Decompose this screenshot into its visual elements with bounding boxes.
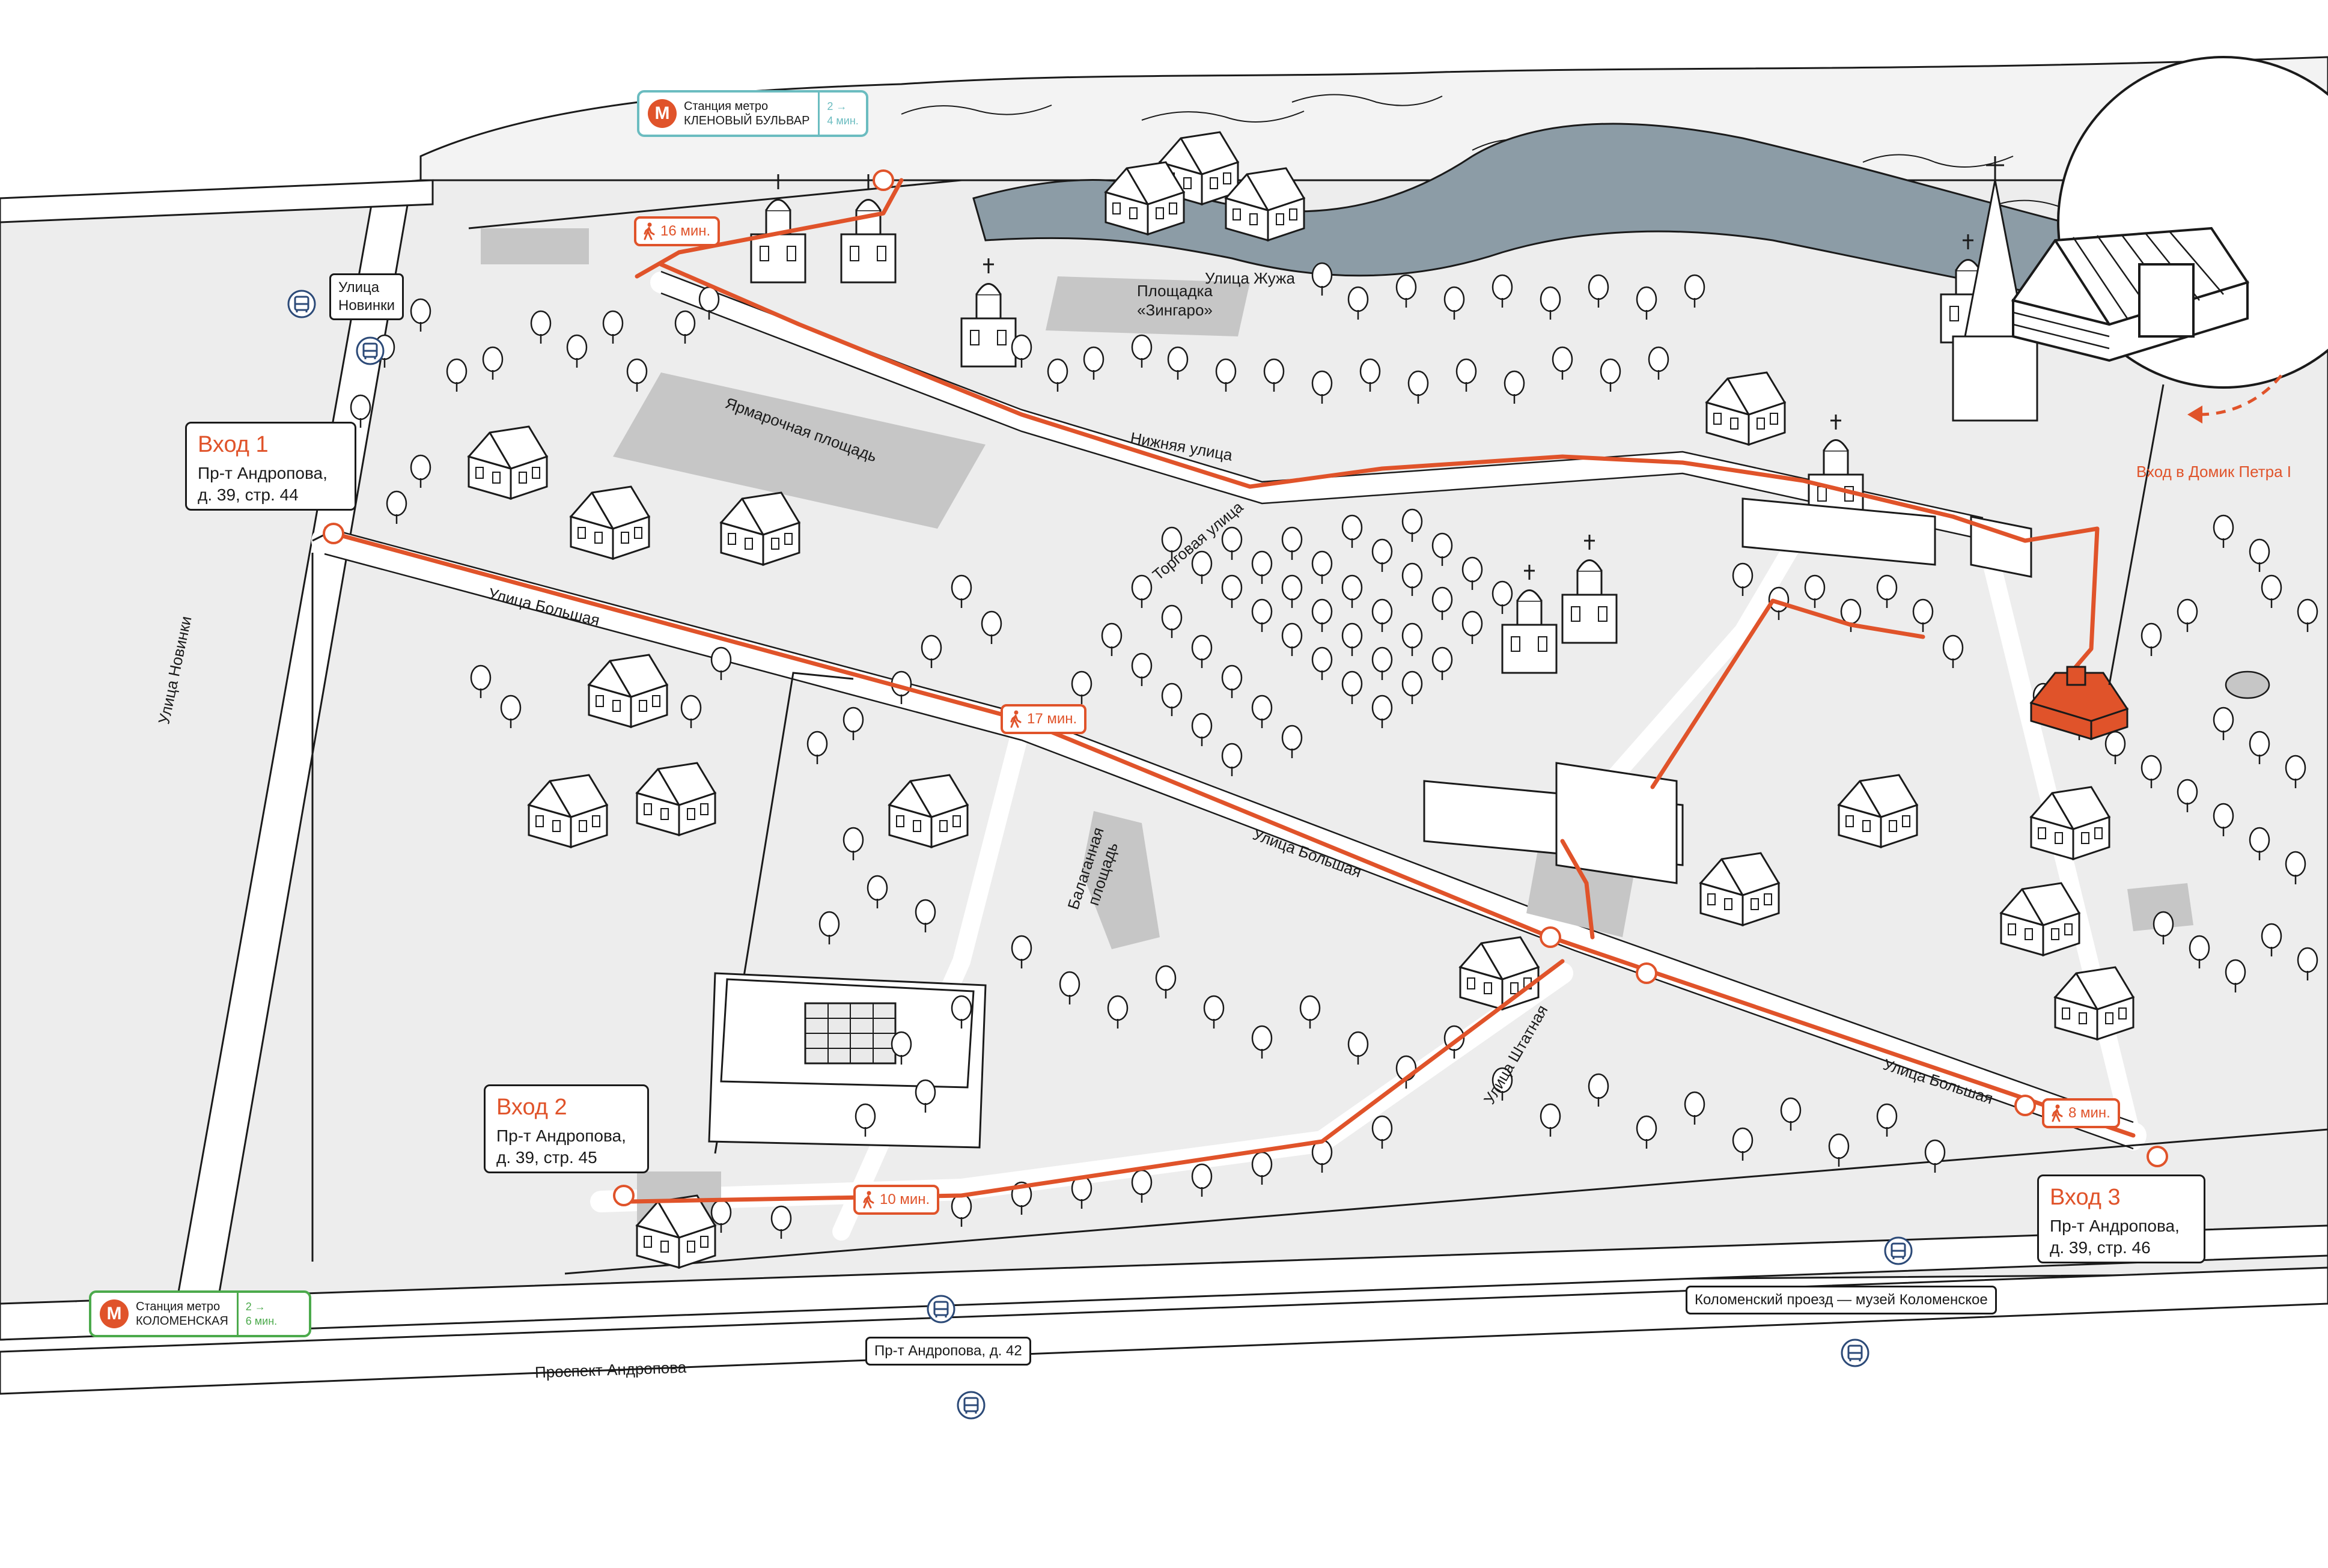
place-label-zingaro-line1: Площадка <box>1136 282 1213 300</box>
metro-icon: M <box>648 99 677 128</box>
metro-kolomenskaya-time: 2 → 6 мин. <box>239 1299 284 1328</box>
walk-time-17: 17 мин. <box>1001 704 1087 734</box>
peter-house-enlarged <box>2011 226 2250 362</box>
walk-time-16: 16 мин. <box>634 216 721 246</box>
bus-stop-kolomensky-proezd[interactable]: Коломенский проезд — музей Коломенское <box>1686 1286 1997 1314</box>
bus-icon[interactable] <box>957 1391 986 1420</box>
entrance-3-title: Вход 3 <box>2050 1185 2121 1210</box>
bus-stop-andropova-42-label: Пр-т Андропова, д. 42 <box>874 1343 1022 1359</box>
bus-stop-novinki-line1: Улица <box>338 279 380 296</box>
bus-icon[interactable] <box>356 336 385 365</box>
bus-icon[interactable] <box>927 1295 955 1323</box>
walk-time-10: 10 мин. <box>853 1185 940 1215</box>
metro-kolomenskaya[interactable]: M Станция метро КОЛОМЕНСКАЯ 2 → 6 мин. <box>89 1290 311 1337</box>
bus-stop-novinki-line2: Новинки <box>338 297 395 314</box>
metro-klenovy-line2: КЛЕНОВЫЙ БУЛЬВАР <box>684 114 810 127</box>
walk-time-8-label: 8 мин. <box>2068 1105 2110 1121</box>
entrance-1-addr-line1: Пр-т Андропова, <box>198 464 328 482</box>
entrance-2-addr-line2: д. 39, стр. 45 <box>496 1148 597 1167</box>
metro-klenovy-time: 2 → 4 мин. <box>820 99 865 128</box>
metro-klenovy-time1: 2 → <box>827 100 847 112</box>
entrance-1-addr-line2: д. 39, стр. 44 <box>198 485 299 504</box>
entrance-1-card[interactable]: Вход 1 Пр-т Андропова, д. 39, стр. 44 <box>185 422 356 511</box>
peter-house-entrance-label: Вход в Домик Петра I <box>2136 463 2291 481</box>
place-label-zingaro: Площадка «Зингаро» <box>1115 281 1235 320</box>
entrance-3-card[interactable]: Вход 3 Пр-т Андропова, д. 39, стр. 46 <box>2037 1174 2205 1263</box>
bus-icon[interactable] <box>1884 1236 1913 1265</box>
entrance-arrow-icon <box>323 169 2168 1206</box>
metro-klenovy-line1: Станция метро <box>684 100 769 113</box>
walk-time-17-label: 17 мин. <box>1027 711 1077 727</box>
walk-time-16-label: 16 мин. <box>660 223 711 239</box>
bus-stop-kolomensky-label: Коломенский проезд — музей Коломенское <box>1695 1292 1988 1308</box>
metro-kolomenskaya-line2: КОЛОМЕНСКАЯ <box>136 1314 228 1328</box>
walking-person-icon <box>644 222 655 240</box>
metro-klenovy-time2: 4 мин. <box>827 115 859 127</box>
walking-person-icon <box>863 1191 874 1209</box>
bus-stop-andropova-42[interactable]: Пр-т Андропова, д. 42 <box>865 1337 1031 1366</box>
entrance-2-addr-line1: Пр-т Андропова, <box>496 1126 626 1145</box>
entrance-3-addr-line1: Пр-т Андропова, <box>2050 1217 2180 1235</box>
place-label-zingaro-line2: «Зингаро» <box>1137 301 1213 319</box>
street-label-zhuzha: Улица Жужа <box>1205 269 1295 287</box>
walk-time-10-label: 10 мин. <box>880 1191 930 1208</box>
metro-klenovy-bulvar[interactable]: M Станция метро КЛЕНОВЫЙ БУЛЬВАР 2 → 4 м… <box>637 90 868 137</box>
metro-kolomenskaya-time2: 6 мин. <box>245 1315 278 1327</box>
entrance-2-title: Вход 2 <box>496 1095 567 1120</box>
walk-time-8: 8 мин. <box>2042 1098 2120 1128</box>
bus-icon[interactable] <box>1841 1339 1869 1367</box>
walking-person-icon <box>1010 710 1022 728</box>
ascension-church <box>1952 156 2038 422</box>
peter-house <box>2029 666 2129 741</box>
metro-kolomenskaya-line1: Станция метро <box>136 1300 221 1313</box>
metro-klenovy-text: Станция метро КЛЕНОВЫЙ БУЛЬВАР <box>684 99 809 128</box>
metro-kolomenskaya-time1: 2 → <box>245 1301 266 1313</box>
metro-icon: M <box>100 1299 129 1328</box>
metro-kolomenskaya-text: Станция метро КОЛОМЕНСКАЯ <box>136 1299 228 1328</box>
entrance-2-card[interactable]: Вход 2 Пр-т Андропова, д. 39, стр. 45 <box>484 1084 649 1173</box>
walking-person-icon <box>2052 1104 2063 1122</box>
entrance-3-addr-line2: д. 39, стр. 46 <box>2050 1238 2151 1257</box>
bus-icon[interactable] <box>287 290 316 318</box>
entrance-1-title: Вход 1 <box>198 432 269 457</box>
bus-stop-novinki[interactable]: Улица Новинки <box>329 273 404 320</box>
large-building <box>708 972 987 1149</box>
